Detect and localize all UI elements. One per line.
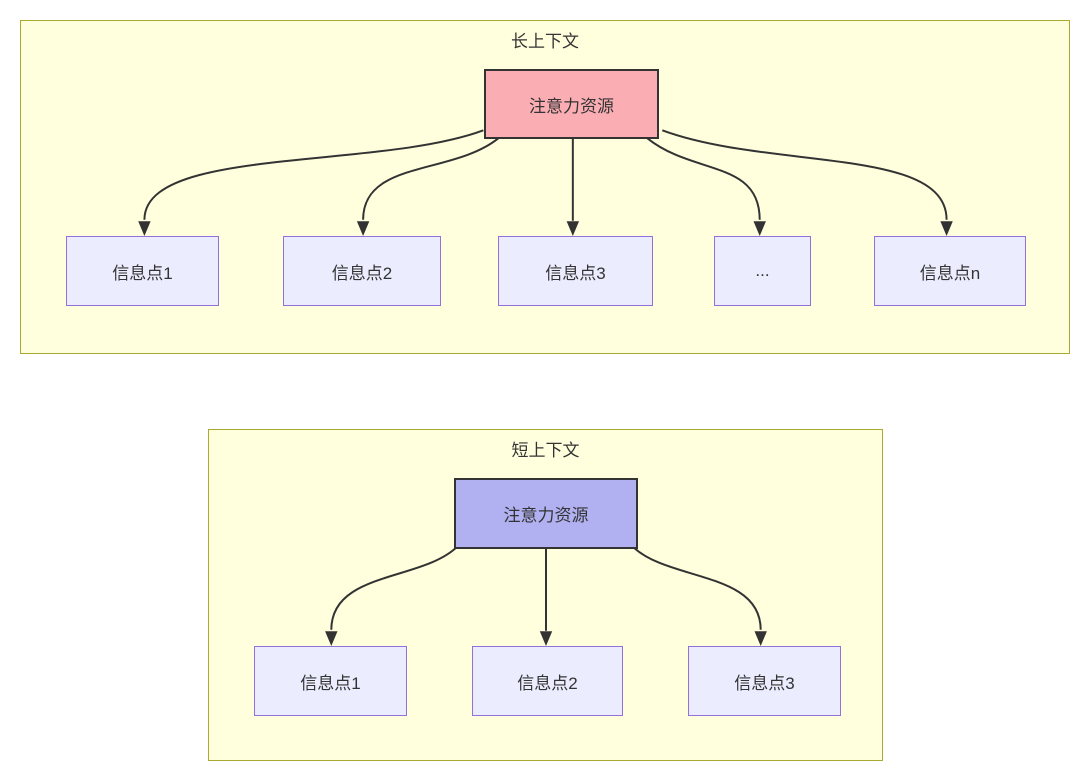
info-node-label: 信息点1 [300,673,361,693]
info-node-label: 信息点3 [734,673,795,693]
info-node-n-long: 信息点n [874,236,1026,306]
attention-resource-label-short: 注意力资源 [503,506,589,525]
info-node-3-short: 信息点3 [688,646,841,716]
arrow-attention-to-info2-short [539,548,553,646]
info-node-label: 信息点2 [517,673,578,693]
attention-resource-node-long: 注意力资源 [484,69,659,139]
info-node-2-long: 信息点2 [283,236,441,306]
info-node-label: 信息点n [919,263,981,283]
arrow-attention-to-info1-long [138,129,484,236]
short-context-panel-title: 短上下文 [511,441,580,460]
info-node-ellipsis-long: ... [714,236,811,306]
long-context-panel-title: 长上下文 [511,32,579,51]
arrow-attention-to-info4-long [646,137,766,236]
info-node-label: 信息点2 [331,263,393,283]
arrow-attention-to-info3-short [631,545,767,646]
arrow-attention-to-info2-long [356,137,499,236]
info-node-label: 信息点1 [112,263,173,283]
arrow-attention-to-info3-long [566,138,580,236]
info-node-3-long: 信息点3 [498,236,653,306]
info-node-label: ... [755,261,770,280]
short-context-panel: 短上下文 注意力资源 信息点1 信息点2 信息点3 [208,429,883,761]
arrow-attention-to-info5-long [661,129,953,236]
info-node-2-short: 信息点2 [472,646,623,716]
arrow-attention-to-info1-short [325,545,459,646]
attention-resource-node-short: 注意力资源 [454,478,638,549]
attention-resource-label-long: 注意力资源 [529,96,614,116]
long-context-arrows [138,129,953,236]
info-node-1-short: 信息点1 [254,646,407,716]
info-node-label: 信息点3 [545,263,606,283]
long-context-panel: 长上下文 注意力资源 [20,20,1070,354]
info-node-1-long: 信息点1 [66,236,219,306]
short-context-arrows [325,545,767,646]
